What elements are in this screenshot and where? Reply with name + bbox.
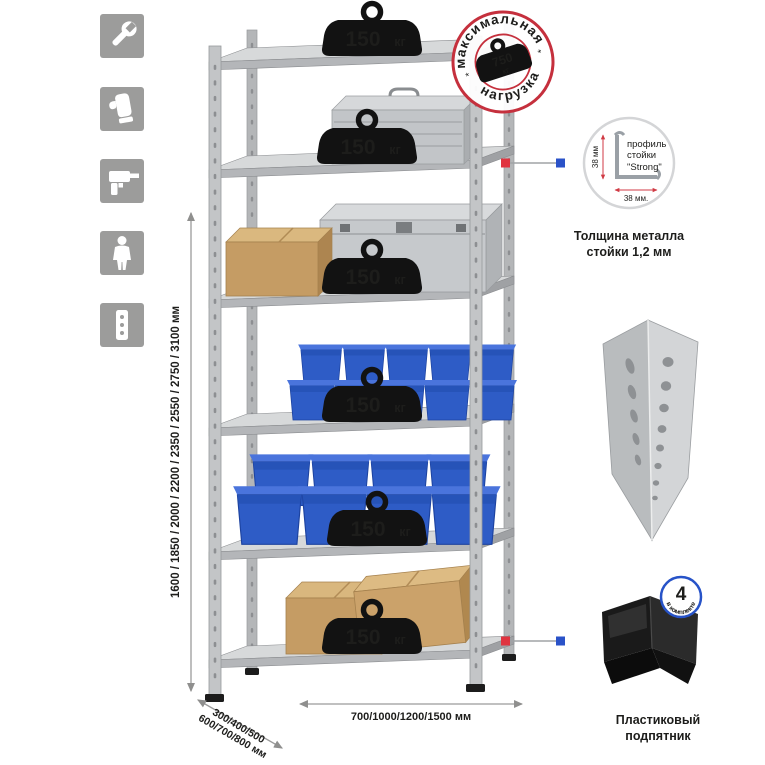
load-unit: кг <box>399 525 410 539</box>
stamp-load-unit: кг <box>501 65 511 77</box>
post-foot <box>245 668 259 675</box>
angle-post-graphic <box>602 319 699 542</box>
height-dimension-label: 1600 / 1850 / 2000 / 2200 / 2350 / 2550 … <box>170 306 182 598</box>
profile-caption-2: стойки 1,2 мм <box>587 245 672 259</box>
foot-caption-1: Пластиковый <box>616 713 700 727</box>
profile-caption-1: Толщина металла <box>574 229 685 243</box>
stamp-weight-icon: 750 кг <box>476 38 533 83</box>
load-unit: кг <box>389 143 400 157</box>
height-dimension: 1600 / 1850 / 2000 / 2200 / 2350 / 2550 … <box>170 211 195 693</box>
post-foot <box>502 654 516 661</box>
width-dimension-label: 700/1000/1200/1500 мм <box>351 711 471 723</box>
width-dimension: 700/1000/1200/1500 мм <box>298 700 524 723</box>
profile-dim-horizontal: 38 мм. <box>624 194 648 203</box>
connector-bottom <box>501 636 565 646</box>
post-foot <box>466 684 485 692</box>
icon-column <box>100 14 144 347</box>
load-badge-4: 150 кг <box>322 370 422 423</box>
drill-icon <box>100 159 144 203</box>
profile-detail: 38 мм 38 мм. профиль стойки "Strong" <box>582 116 676 210</box>
load-unit: кг <box>394 401 405 415</box>
load-unit: кг <box>394 35 405 49</box>
profile-label-3: "Strong" <box>627 162 662 173</box>
foot-count-badge: 4 в комплекте <box>659 575 703 619</box>
load-badge-3: 150 кг <box>322 242 422 295</box>
load-value: 150 <box>345 394 380 417</box>
connector-top <box>501 158 565 168</box>
load-value: 150 <box>345 626 380 649</box>
post-icon <box>100 303 144 347</box>
stamp-separator: * <box>537 48 544 60</box>
load-unit: кг <box>394 273 405 287</box>
rack-post-back-left <box>246 29 258 671</box>
foot-badge-value: 4 <box>676 584 687 605</box>
load-value: 150 <box>340 136 375 159</box>
connector-square-red <box>501 158 510 168</box>
load-value: 150 <box>345 266 380 289</box>
profile-cross-section <box>613 131 661 181</box>
profile-label-1: профиль <box>627 139 666 150</box>
load-unit: кг <box>394 633 405 647</box>
plastic-foot-graphic <box>602 595 698 684</box>
connector-square-blue <box>556 636 565 646</box>
load-badge-6: 150 кг <box>322 602 422 655</box>
gloves-icon <box>100 87 144 131</box>
stamp-separator: * <box>464 71 471 83</box>
cardboard-box-shelf3 <box>225 227 333 297</box>
stamp-load-value: 750 <box>490 50 514 70</box>
load-badge-1: 150 кг <box>322 4 422 57</box>
profile-label-2: стойки <box>627 150 656 161</box>
profile-dim-vertical: 38 мм <box>591 146 600 168</box>
post-foot <box>205 694 224 702</box>
load-badge-2: 150 кг <box>317 112 417 165</box>
foot-caption-2: подпятник <box>625 729 691 743</box>
person-icon <box>100 231 144 275</box>
load-value: 150 <box>345 28 380 51</box>
connector-square-red <box>501 636 510 646</box>
load-value: 150 <box>350 518 385 541</box>
wrench-icon <box>100 14 144 58</box>
connector-square-blue <box>556 158 565 168</box>
load-badge-5: 150 кг <box>327 494 427 547</box>
